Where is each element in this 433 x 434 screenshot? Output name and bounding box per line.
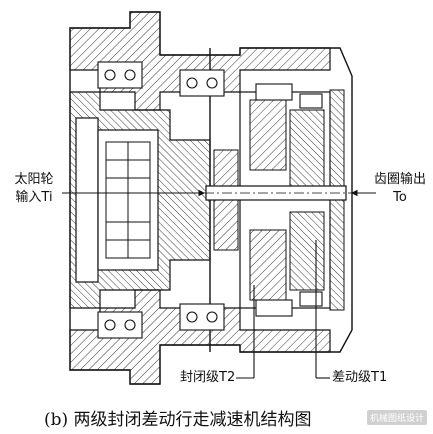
bearing-ball [186, 311, 198, 323]
ring-gear-label-1: 齿圈输出 [373, 172, 426, 187]
figure-caption: (b) 两级封闭差动行走减速机结构图 [44, 410, 312, 430]
bearing-ball [206, 311, 218, 323]
closed-stage-label: 封闭级T2 [180, 370, 236, 385]
bearing-ball [104, 69, 116, 81]
ring-gear-label-2: To [393, 190, 407, 205]
bearing-ball [124, 69, 136, 81]
central-shaft [150, 185, 352, 201]
leader-lines [62, 189, 376, 379]
bearing-ball [186, 77, 198, 89]
bearings [97, 61, 323, 339]
sun-gear-label-2: 输入Ti [15, 190, 53, 205]
bearing-ball [124, 319, 136, 331]
bearing-ball [104, 319, 116, 331]
watermark: 机械图纸设计 [366, 410, 427, 425]
input-hub [69, 91, 211, 309]
diff-stage-label: 差动级T1 [332, 370, 388, 385]
bearing-ball [206, 77, 218, 89]
sun-gear-label-1: 太阳轮 [14, 172, 54, 187]
reducer-cross-section [62, 11, 376, 385]
